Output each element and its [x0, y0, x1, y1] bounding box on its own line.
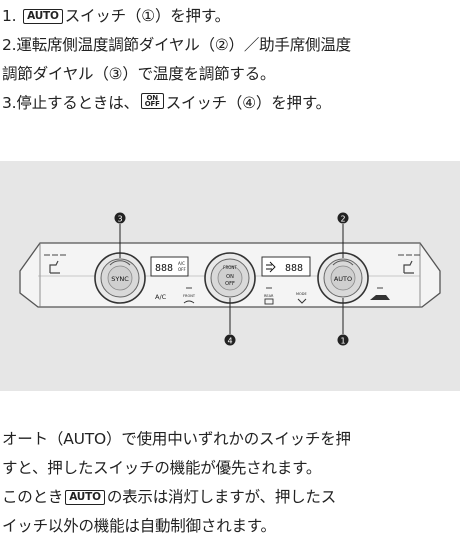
- callout-3: 3: [114, 212, 126, 224]
- center-dial-on-label: ON: [226, 274, 234, 280]
- note-1-line-1: オート（AUTO）で使用中いずれかのスイッチを押: [2, 430, 351, 448]
- note-2-line-2: イッチ以外の機能は自動制御されます。: [2, 517, 276, 535]
- left-display-off-label: OFF: [178, 267, 186, 272]
- step-3-text-before: 3.停止するときは、: [2, 94, 139, 112]
- on-off-key-bottom: OFF: [144, 100, 160, 108]
- step-1-text: スイッチ（①）を押す。: [64, 7, 230, 25]
- note-1-line-2: すと、押したスイッチの機能が優先されます。: [2, 459, 322, 477]
- step-1-number: 1.: [2, 7, 22, 25]
- left-temperature-display: 888 A/C OFF: [150, 256, 189, 277]
- rear-defrost-label: REAR: [264, 294, 274, 298]
- auto-indicator-icon: AUTO: [65, 490, 105, 505]
- callout-2: 2: [337, 212, 349, 224]
- airflow-mode-icon: [266, 261, 276, 273]
- center-dial-front-label: FRONT: [223, 265, 237, 270]
- svg-text:3: 3: [117, 215, 122, 224]
- fan-control-dial[interactable]: FRONT ON OFF: [204, 252, 256, 304]
- auto-label: AUTO: [334, 275, 352, 283]
- on-off-key-top: ON: [146, 94, 159, 102]
- notes-section: オート（AUTO）で使用中いずれかのスイッチを押 すと、押したスイッチの機能が優…: [2, 425, 458, 541]
- right-temperature-display: 888: [261, 256, 311, 277]
- step-3-text-after: スイッチ（④）を押す。: [165, 94, 331, 112]
- left-seat-heater-icon[interactable]: [44, 254, 66, 274]
- svg-text:2: 2: [340, 215, 345, 224]
- left-display-ac-label: A/C: [178, 261, 185, 266]
- rear-defrost-icon: [264, 298, 274, 305]
- ac-button[interactable]: A/C: [155, 293, 167, 301]
- callout-4: 4: [224, 334, 236, 346]
- step-2-line-1: 2.運転席側温度調節ダイヤル（②）／助手席側温度: [2, 36, 351, 54]
- right-seat-heater-icon[interactable]: [398, 254, 420, 274]
- recirculation-icon: [370, 295, 390, 300]
- right-display-digits: 888: [285, 263, 303, 274]
- step-2-line-2: 調節ダイヤル（③）で温度を調節する。: [2, 65, 276, 83]
- rear-defrost-button[interactable]: REAR: [264, 287, 274, 305]
- mode-button[interactable]: MODE: [296, 292, 307, 304]
- center-dial-off-label: OFF: [225, 281, 235, 287]
- note-2-text-after: の表示は消灯しますが、押したス: [106, 488, 337, 506]
- callout-1: 1: [337, 334, 349, 346]
- mode-label: MODE: [296, 292, 307, 296]
- left-display-digits: 888: [155, 263, 173, 274]
- mode-icon: [297, 298, 307, 304]
- climate-panel-illustration: SYNC 888 A/C OFF A/C FRONT: [19, 212, 441, 346]
- front-defrost-button[interactable]: FRONT: [183, 287, 196, 304]
- auto-key-icon: AUTO: [23, 9, 63, 24]
- svg-text:1: 1: [340, 337, 345, 346]
- recirculation-button[interactable]: [370, 287, 390, 300]
- sync-label: SYNC: [111, 275, 129, 283]
- driver-temperature-dial[interactable]: AUTO: [317, 252, 369, 304]
- svg-text:4: 4: [227, 337, 232, 346]
- passenger-temperature-dial[interactable]: SYNC: [94, 252, 146, 304]
- climate-control-figure: SYNC 888 A/C OFF A/C FRONT: [0, 161, 460, 391]
- front-defrost-label: FRONT: [183, 294, 196, 298]
- front-defrost-icon: [183, 300, 195, 304]
- note-2-text-before: このとき: [2, 488, 64, 506]
